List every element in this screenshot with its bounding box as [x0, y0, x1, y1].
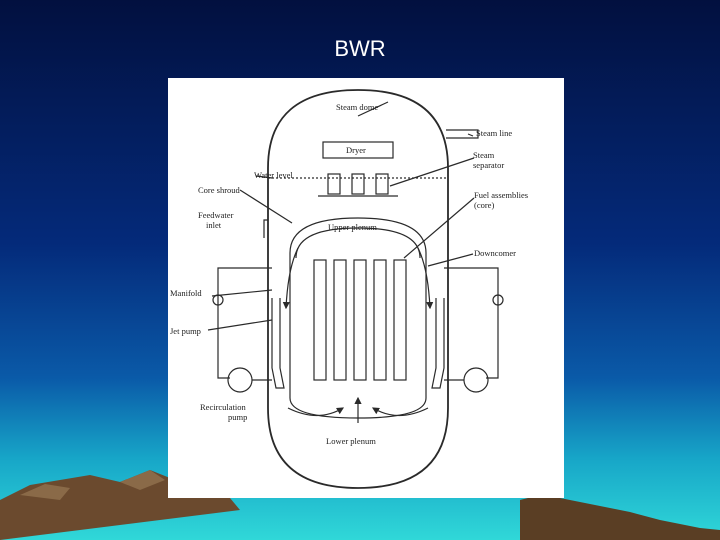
- label-water-level: Water level: [254, 170, 293, 180]
- label-recirculation-pump: pump: [228, 412, 247, 422]
- label-steam-separator: separator: [473, 160, 504, 170]
- label-jet-pump: Jet pump: [170, 326, 201, 336]
- slide-title: BWR: [334, 36, 386, 61]
- label-upper-plenum: Upper plenum: [328, 222, 377, 232]
- flow-arrow: [417, 247, 434, 310]
- fuel-assembly: [313, 259, 327, 381]
- right-recirc-pump: [463, 367, 489, 393]
- label-steam-line: Steam line: [476, 128, 512, 138]
- separator-2: [351, 173, 365, 195]
- mountain-highlight-2: [120, 470, 165, 490]
- vessel-outer: [267, 89, 449, 489]
- separator-3: [375, 173, 389, 195]
- label-feedwater-inlet: inlet: [206, 220, 222, 230]
- label-manifold: Manifold: [170, 288, 202, 298]
- dryer: [322, 141, 394, 159]
- left-recirc-loop: [217, 267, 272, 379]
- flow-arrow: [282, 247, 299, 310]
- fuel-assembly: [333, 259, 347, 381]
- label-downcomer: Downcomer: [474, 248, 516, 258]
- separator-1: [327, 173, 341, 195]
- right-recirc-loop: [444, 267, 499, 379]
- label-steam-dome: Steam dome: [336, 102, 378, 112]
- mountain-highlight: [20, 484, 70, 500]
- left-jet-pump: [271, 298, 285, 389]
- steam-line: [446, 129, 479, 139]
- label-fuel-assemblies: (core): [474, 200, 494, 210]
- fuel-assembly: [353, 259, 367, 381]
- label-steam-separator: Steam: [473, 150, 495, 160]
- fuel-assembly: [373, 259, 387, 381]
- mountain-range-right: [520, 495, 720, 540]
- flow-arrow: [287, 407, 345, 417]
- bwr-schematic: Steam dome Steam line Dryer Steam separa…: [170, 89, 528, 489]
- label-recirculation-pump: Recirculation: [200, 402, 247, 412]
- right-manifold: [492, 294, 504, 306]
- label-dryer: Dryer: [346, 145, 366, 155]
- label-lower-plenum: Lower plenum: [326, 436, 376, 446]
- left-recirc-pump: [227, 367, 253, 393]
- label-core-shroud: Core shroud: [198, 185, 241, 195]
- upper-plenum-dome: [295, 227, 421, 259]
- flow-arrow: [371, 407, 429, 417]
- fuel-assembly: [393, 259, 407, 381]
- right-jet-pump: [431, 298, 445, 389]
- label-feedwater-inlet: Feedwater: [198, 210, 234, 220]
- feedwater-inlet: [263, 219, 268, 238]
- bwr-diagram: Steam dome Steam line Dryer Steam separa…: [168, 78, 564, 498]
- label-fuel-assemblies: Fuel assemblies: [474, 190, 528, 200]
